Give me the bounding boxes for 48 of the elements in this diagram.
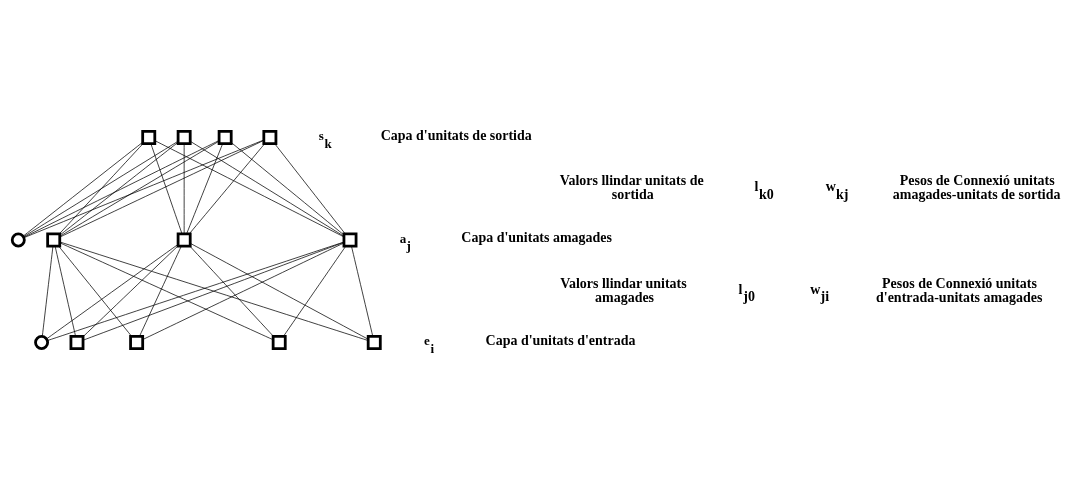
node-box: [176, 232, 192, 248]
connector: [54, 245, 76, 337]
connector: [59, 142, 179, 236]
node-box: [342, 232, 358, 248]
node-box: [217, 130, 233, 145]
label: Valors llindar unitats amagades: [560, 275, 687, 305]
node-box: [46, 232, 62, 248]
connector: [23, 140, 220, 238]
connector: [142, 242, 345, 340]
connector: [59, 242, 274, 341]
connector: [59, 140, 220, 237]
label: Pesos de Connexió unitats amagades-unitats de sortida: [892, 173, 1061, 202]
connector: [59, 143, 144, 235]
label: Capa d'unitats de sortida: [380, 127, 532, 143]
label: Pesos de Connexió unitats d'entrada-unitats amagades: [876, 275, 1043, 305]
connector: [231, 142, 345, 236]
label: Valors llindar unitats de sortida: [559, 173, 704, 202]
connector: [23, 141, 179, 238]
label: Capa d'unitats amagades: [461, 230, 612, 246]
connector: [188, 143, 266, 235]
connector: [23, 139, 265, 238]
node-circle: [34, 335, 50, 350]
label: Capa d'unitats d'entrada: [485, 332, 636, 348]
node-box: [176, 130, 192, 145]
connector: [189, 245, 274, 337]
connector: [351, 245, 374, 337]
connector: [82, 245, 179, 337]
connector: [58, 245, 132, 337]
node-box: [271, 335, 287, 350]
connector: [274, 143, 346, 235]
connector: [190, 243, 369, 340]
connector: [154, 140, 345, 238]
connector: [46, 244, 179, 340]
connector: [139, 245, 182, 337]
node-box: [129, 335, 145, 350]
connector: [283, 245, 347, 337]
node-circle: [10, 232, 26, 248]
node-box: [141, 130, 157, 145]
connector: [22, 142, 143, 237]
connector: [59, 140, 264, 238]
connector: [183, 143, 185, 235]
node-box: [262, 130, 278, 145]
connector: [150, 143, 183, 235]
connector: [190, 141, 345, 237]
connector: [41, 245, 54, 337]
node-box: [69, 335, 85, 350]
connector: [186, 143, 224, 235]
node-box: [366, 335, 382, 350]
